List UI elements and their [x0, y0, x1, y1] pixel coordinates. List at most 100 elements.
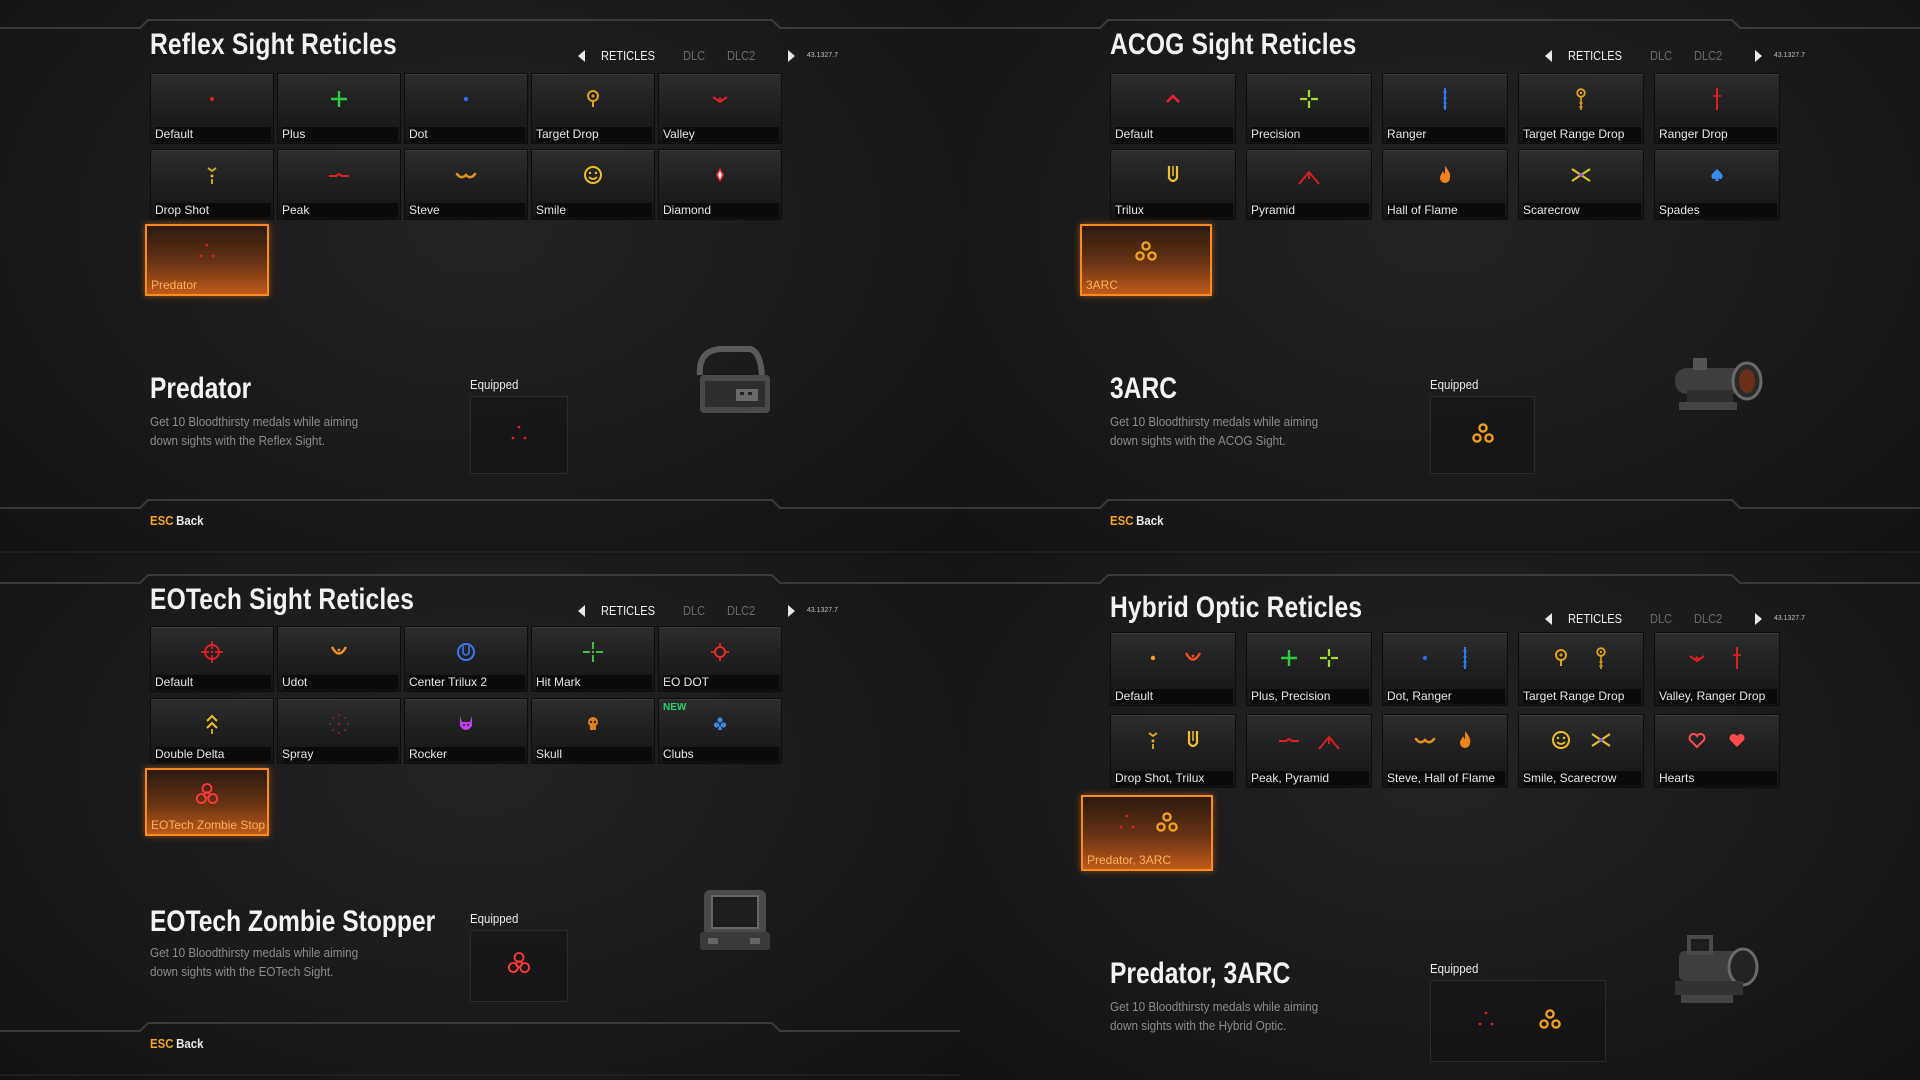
biohazard-icon [187, 780, 227, 815]
reticle-preview [563, 162, 623, 192]
tab-next-arrow-icon[interactable] [1754, 612, 1762, 625]
reticle-option[interactable]: Pyramid [1246, 149, 1372, 220]
version-label: 43.1327.7 [806, 52, 838, 59]
reticle-option[interactable]: Drop Shot [150, 149, 274, 220]
reticle-option[interactable]: Plus [277, 73, 401, 144]
reticle-option[interactable]: 3ARC [1080, 224, 1212, 296]
reticle-option[interactable]: Predator, 3ARC [1081, 795, 1213, 871]
tab-dlc[interactable]: DLC [682, 48, 705, 63]
reticle-option[interactable]: Default [1110, 73, 1236, 144]
reticle-label: Steve [409, 203, 525, 218]
panel-title: EOTech Sight Reticles [150, 583, 415, 616]
reticle-option[interactable]: Steve, Hall of Flame [1382, 714, 1508, 788]
reticle-option[interactable]: Ranger [1382, 73, 1508, 144]
reticle-option[interactable]: Valley [658, 73, 782, 144]
reticle-label: Peak [282, 203, 398, 218]
reticle-option[interactable]: Hit Mark [531, 626, 655, 692]
selected-reticle-description: Get 10 Bloodthirsty medals while aiming … [1110, 414, 1319, 448]
reticle-option[interactable]: Target Drop [531, 73, 655, 144]
tab-next-arrow-icon[interactable] [1754, 49, 1762, 62]
tab-dlc2[interactable]: DLC2 [1693, 611, 1722, 626]
tab-reticles[interactable]: RETICLES [601, 603, 656, 618]
reticle-preview [563, 639, 623, 669]
tab-next-arrow-icon[interactable] [787, 49, 795, 62]
eotech-sight-icon [690, 880, 780, 965]
reticle-option[interactable]: Double Delta [150, 698, 274, 764]
reticle-option[interactable]: Dot [404, 73, 528, 144]
tab-prev-arrow-icon[interactable] [578, 49, 585, 62]
equipped-label: Equipped [470, 377, 519, 392]
tab-dlc[interactable]: DLC [1649, 611, 1672, 626]
reticle-option[interactable]: Smile, Scarecrow [1518, 714, 1644, 788]
tab-reticles[interactable]: RETICLES [601, 48, 656, 63]
reticle-option[interactable]: Default [1110, 632, 1236, 706]
reticle-option[interactable]: Rocker [404, 698, 528, 764]
reticle-option[interactable]: Udot [277, 626, 401, 692]
valley-icon [700, 84, 740, 119]
reticle-option[interactable]: EOTech Zombie Stopper [145, 768, 269, 836]
tab-prev-arrow-icon[interactable] [578, 604, 585, 617]
ranger-icon [1425, 84, 1465, 119]
udot-icon [319, 637, 359, 672]
reticle-option[interactable]: Ranger Drop [1654, 73, 1780, 144]
reticle-option[interactable]: Hearts [1654, 714, 1780, 788]
udot-icon [1173, 643, 1213, 678]
reticle-option[interactable]: Diamond [658, 149, 782, 220]
reticle-option[interactable]: Trilux [1110, 149, 1236, 220]
heart-icon [1717, 725, 1757, 760]
reticle-label: Predator, 3ARC [1087, 853, 1172, 867]
reticle-option[interactable]: Target Range Drop [1518, 73, 1644, 144]
reticle-option[interactable]: Precision [1246, 73, 1372, 144]
reticle-option[interactable]: Default [150, 73, 274, 144]
reticle-label: EOTech Zombie Stopper [151, 818, 265, 832]
reticle-option[interactable]: Scarecrow [1518, 149, 1644, 220]
reticle-option[interactable]: Skull [531, 698, 655, 764]
tab-dlc2[interactable]: DLC2 [726, 48, 755, 63]
target-range-drop-icon [1581, 643, 1621, 678]
selected-reticle-name: EOTech Zombie Stopper [150, 905, 436, 938]
reticle-option[interactable]: Center Trilux 2 [404, 626, 528, 692]
target-drop-icon [573, 84, 613, 119]
reticle-option[interactable]: EO DOT [658, 626, 782, 692]
reticle-preview [1102, 809, 1192, 839]
tab-next-arrow-icon[interactable] [787, 604, 795, 617]
reticle-option[interactable]: Spray [277, 698, 401, 764]
reticle-option[interactable]: Peak [277, 149, 401, 220]
tab-dlc2[interactable]: DLC2 [1693, 48, 1722, 63]
panel-title: ACOG Sight Reticles [1110, 28, 1357, 61]
tab-dlc[interactable]: DLC [1649, 48, 1672, 63]
reticle-option[interactable]: Drop Shot, Trilux [1110, 714, 1236, 788]
tab-reticles[interactable]: RETICLES [1568, 611, 1623, 626]
pyramid-icon [1309, 725, 1349, 760]
reticle-preview [309, 162, 369, 192]
reticle-option[interactable]: Peak, Pyramid [1246, 714, 1372, 788]
reticle-option[interactable]: Default [150, 626, 274, 692]
tab-prev-arrow-icon[interactable] [1545, 612, 1552, 625]
reticle-option[interactable]: Plus, Precision [1246, 632, 1372, 706]
reticle-preview [1128, 727, 1218, 757]
reticle-preview [1415, 86, 1475, 116]
reticle-preview [690, 711, 750, 741]
tab-reticles[interactable]: RETICLES [1568, 48, 1623, 63]
reticle-option[interactable]: Target Range Drop [1518, 632, 1644, 706]
reticle-option[interactable]: Valley, Ranger Drop [1654, 632, 1780, 706]
reticle-option[interactable]: Hall of Flame [1382, 149, 1508, 220]
reticle-option[interactable]: Steve [404, 149, 528, 220]
reticle-option[interactable]: Dot, Ranger [1382, 632, 1508, 706]
reticle-label: Default [155, 127, 271, 142]
tab-dlc2[interactable]: DLC2 [726, 603, 755, 618]
tab-dlc[interactable]: DLC [682, 603, 705, 618]
reticle-option[interactable]: Predator [145, 224, 269, 296]
reticle-option[interactable]: NEW Clubs [658, 698, 782, 764]
selected-reticle-description: Get 10 Bloodthirsty medals while aiming … [150, 945, 359, 979]
reticle-preview [1536, 645, 1626, 675]
tab-prev-arrow-icon[interactable] [1545, 49, 1552, 62]
reticle-option[interactable]: Spades [1654, 149, 1780, 220]
reticle-option[interactable]: Smile [531, 149, 655, 220]
esc-key-label: ESC [1110, 513, 1134, 528]
reticle-label: Double Delta [155, 747, 271, 762]
equipped-preview [470, 396, 568, 474]
